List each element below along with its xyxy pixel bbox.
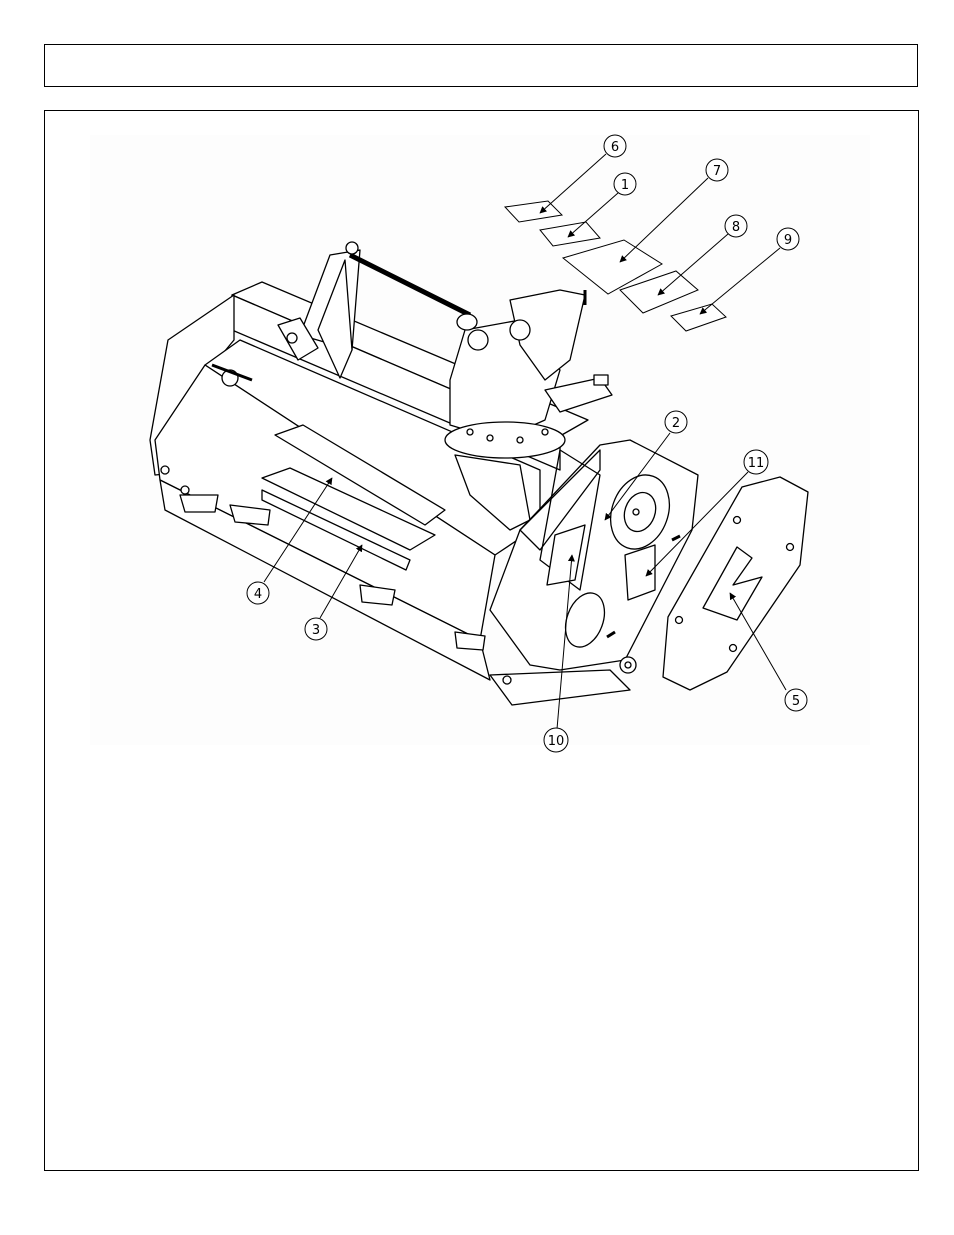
bolt-left-1 xyxy=(161,466,169,474)
callout-5-label: 5 xyxy=(792,694,800,709)
callout-4: 4 xyxy=(247,582,269,604)
flange-bolt-1 xyxy=(467,429,473,435)
bolt-left-2 xyxy=(181,486,189,494)
upper-pulley-bolt xyxy=(633,509,639,515)
flange-bolt-2 xyxy=(487,435,493,441)
left-bracket-bolt xyxy=(287,333,297,343)
callout-11: 11 xyxy=(744,450,768,474)
cover-bolt-4 xyxy=(676,617,683,624)
cover-bolt-1 xyxy=(734,517,741,524)
callout-2: 2 xyxy=(665,411,687,433)
skid-left xyxy=(180,495,218,512)
callout-1: 1 xyxy=(614,173,636,195)
callout-10: 10 xyxy=(544,728,568,752)
callout-2-label: 2 xyxy=(672,416,680,431)
callout-8: 8 xyxy=(725,215,747,237)
pto-pin-right xyxy=(510,320,530,340)
callout-11-label: 11 xyxy=(748,456,765,471)
callout-7-label: 7 xyxy=(713,164,721,179)
callout-9: 9 xyxy=(777,228,799,250)
rotor-bearing-center xyxy=(625,662,631,668)
bolt-right-skid xyxy=(503,676,511,684)
cover-bolt-3 xyxy=(730,645,737,652)
callout-6: 6 xyxy=(604,135,626,157)
callout-9-label: 9 xyxy=(784,233,792,248)
callout-5: 5 xyxy=(785,689,807,711)
top-pin xyxy=(346,242,358,254)
gearbox-flange xyxy=(445,422,565,458)
callout-3-label: 3 xyxy=(312,623,320,638)
flange-bolt-4 xyxy=(542,429,548,435)
callout-6-label: 6 xyxy=(611,140,619,155)
callout-7: 7 xyxy=(706,159,728,181)
callout-3: 3 xyxy=(305,618,327,640)
pto-shaft-end xyxy=(457,314,477,330)
callout-10-label: 10 xyxy=(548,734,565,749)
cover-bolt-2 xyxy=(787,544,794,551)
decal-11-plate xyxy=(625,545,655,600)
callout-4-label: 4 xyxy=(254,587,262,602)
callout-1-label: 1 xyxy=(621,178,629,193)
pto-pin-left xyxy=(468,330,488,350)
flange-bolt-3 xyxy=(517,437,523,443)
right-lift-pin xyxy=(594,375,608,385)
callout-8-label: 8 xyxy=(732,220,740,235)
